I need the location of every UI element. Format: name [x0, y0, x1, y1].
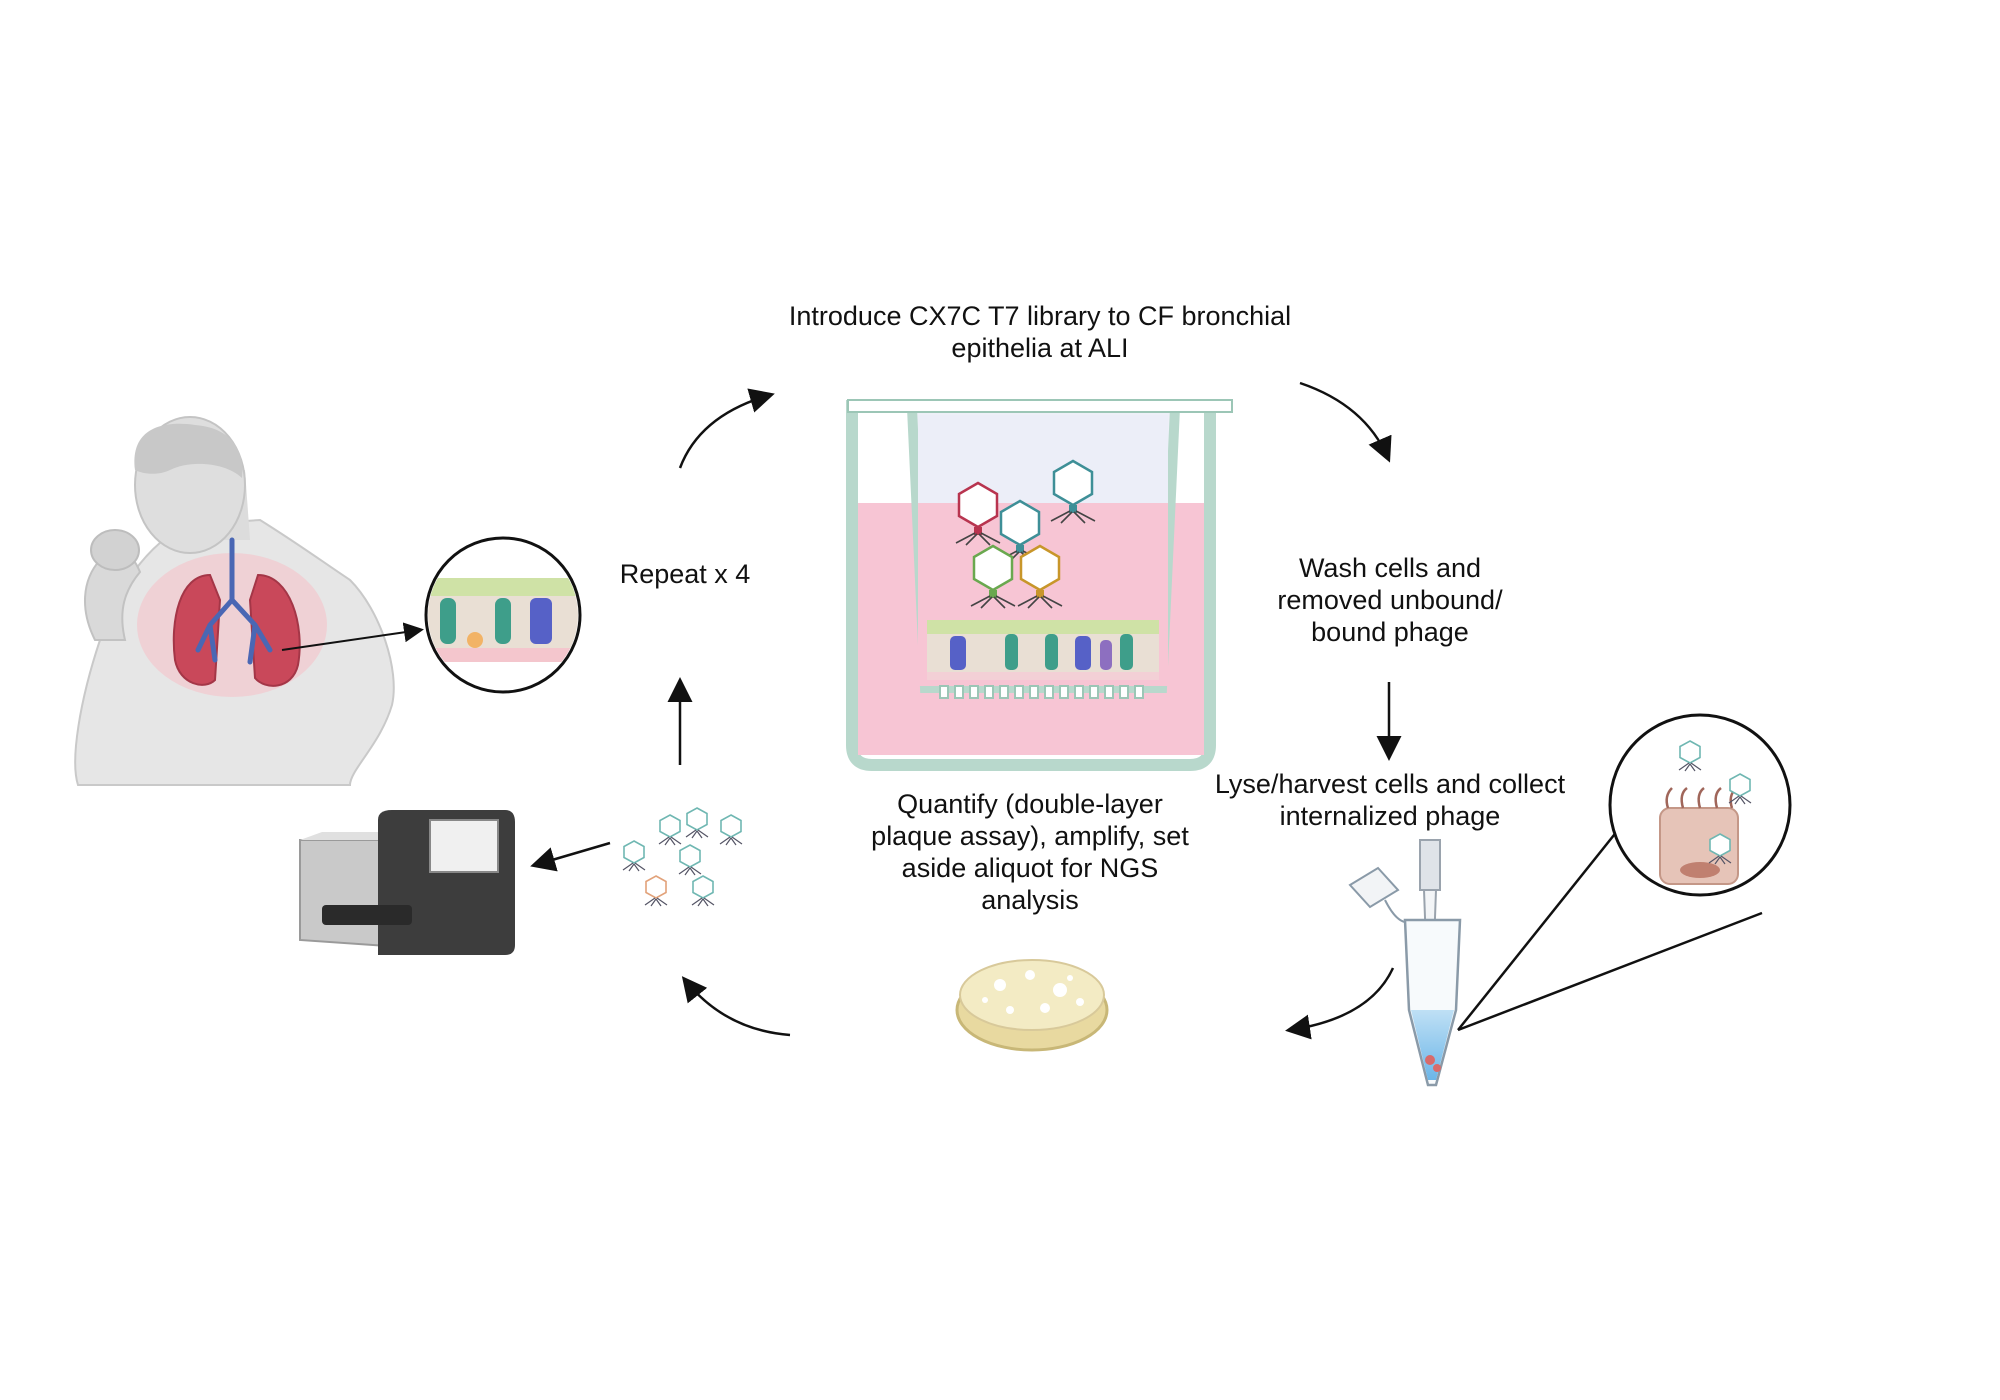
repeat-label: Repeat x 4	[620, 559, 751, 589]
petri-dish-icon	[955, 959, 1109, 1052]
ngs-sequencer-icon	[299, 810, 515, 955]
amplified-phage-cluster	[622, 807, 743, 907]
arrow-to-amplified	[681, 976, 791, 1037]
arrow-to-introduce	[678, 388, 775, 469]
step-introduce-label: Introduce CX7C T7 library to CF bronchia…	[788, 301, 1292, 363]
epithelium-magnifier-icon	[424, 536, 582, 694]
lungs-icon	[137, 537, 327, 697]
arrow-to-wash	[1299, 381, 1392, 463]
coughing-patient-icon	[74, 416, 424, 786]
step-quantify-label: Quantify (double-layer plaque assay), am…	[871, 789, 1189, 915]
internalized-cell-magnifier-icon	[1457, 713, 1792, 1032]
arrow-to-quantify	[1285, 967, 1395, 1040]
arrow-to-sequencer	[530, 841, 611, 872]
microcentrifuge-tube-icon	[1348, 839, 1462, 1087]
transwell-insert-icon	[846, 399, 1233, 771]
step-wash-label: Wash cells and removed unbound/ bound ph…	[1277, 553, 1503, 647]
step-lyse-label: Lyse/harvest cells and collect internali…	[1214, 769, 1566, 831]
